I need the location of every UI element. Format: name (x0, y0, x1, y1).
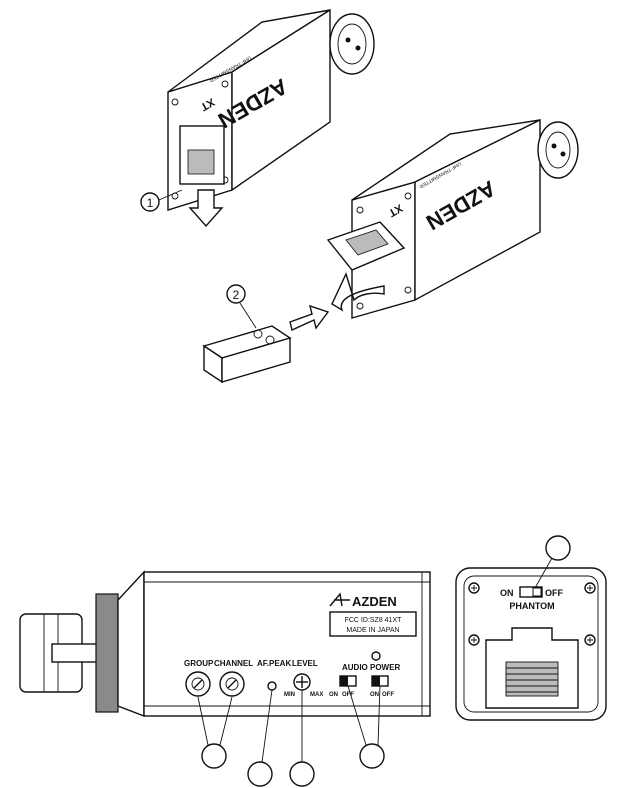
transmitter-unit-right: AZDEN XT UHF TRANSMITTER (326, 118, 579, 319)
callout-phantom-circle (545, 535, 571, 561)
transmitter-unit-top-left: AZDEN XT UHF TRANSMITTER 1 (140, 8, 375, 228)
channel-rotary-dial (219, 671, 245, 697)
callout-dials-circle (201, 743, 227, 769)
side-panel-illustration: AZDEN FCC ID:SZ8 41XT MADE IN JAPAN GROU… (19, 570, 431, 787)
knurled-ring (95, 593, 119, 713)
corner-screws (468, 582, 596, 646)
group-rotary-dial (185, 671, 211, 697)
phantom-on-label: ON (500, 588, 514, 598)
audio-label: AUDIO (342, 663, 368, 672)
afpeak-label: AF.PEAK (257, 659, 291, 668)
down-arrow-icon (188, 189, 224, 228)
fcc-line-2: MADE IN JAPAN (346, 627, 399, 634)
battery-illustration: 2 (202, 284, 330, 384)
audio-off-label: OFF (342, 692, 354, 698)
audio-on-label: ON (329, 692, 338, 698)
channel-label: CHANNEL (214, 659, 253, 668)
power-label: POWER (370, 663, 400, 672)
level-knob (293, 673, 311, 691)
callout-switches-circle (359, 743, 385, 769)
phantom-label: PHANTOM (509, 601, 554, 611)
callout-2-circle (226, 284, 246, 304)
xlr-connector-right (537, 121, 579, 179)
power-off-label: OFF (382, 692, 394, 698)
callout-led-circle (247, 761, 273, 787)
back-plate-illustration: ON OFF PHANTOM (455, 535, 607, 721)
callout-1-circle (140, 192, 160, 212)
power-led (371, 651, 381, 661)
callout-level-circle (289, 761, 315, 787)
brand-mark-icon (329, 592, 350, 607)
level-min-label: MIN (284, 692, 295, 698)
xlr-connector (329, 13, 375, 75)
callout-1-label: 1 (147, 196, 154, 210)
phantom-switch (519, 586, 543, 598)
level-max-label: MAX (310, 692, 323, 698)
curved-arrow-icon (331, 272, 385, 312)
fcc-line-1: FCC ID:SZ8 41XT (345, 617, 403, 624)
brand-logo-side: AZDEN (352, 594, 397, 609)
fcc-plate (329, 611, 417, 637)
power-on-label: ON (370, 692, 379, 698)
afpeak-led (267, 681, 277, 691)
group-label: GROUP (184, 659, 214, 668)
level-label: LEVEL (292, 659, 318, 668)
insert-arrow-icon (289, 304, 330, 331)
callout-2-label: 2 (233, 288, 240, 302)
phantom-off-label: OFF (545, 588, 563, 598)
